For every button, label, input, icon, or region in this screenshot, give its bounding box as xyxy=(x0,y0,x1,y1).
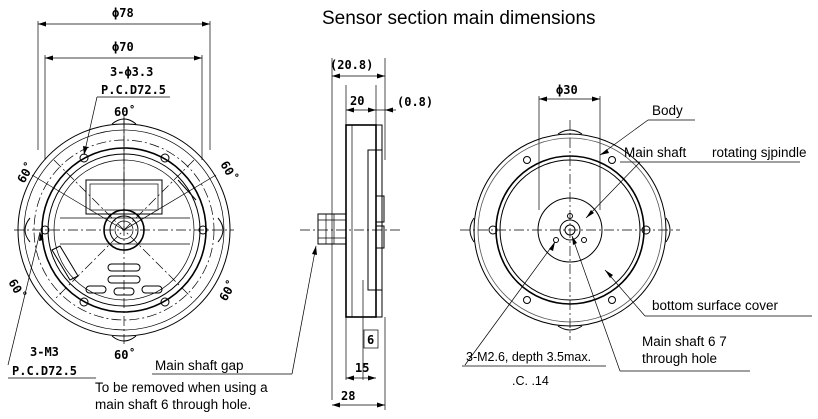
mount-hole-5 xyxy=(40,225,50,235)
label-bottom-cover: bottom surface cover xyxy=(652,298,779,313)
mount-hole-1 xyxy=(79,153,89,163)
rear-pcd: .C. .14 xyxy=(512,374,549,388)
pcd-top: P.C.D72.5 xyxy=(101,83,166,97)
angle-left-upper: 60˚ xyxy=(14,159,38,185)
side-shaft xyxy=(317,213,347,245)
angle-bottom: 60˚ xyxy=(114,347,136,362)
label-rotating-spindle: rotating sjpindle xyxy=(712,145,807,160)
mount-hole-2 xyxy=(198,225,208,235)
angle-left-lower: 60˚ xyxy=(5,276,29,302)
dim-phi70: ϕ70 xyxy=(112,40,134,54)
front-view: ϕ78 ϕ70 3-ϕ3.3 P.C.D72.5 xyxy=(5,6,317,412)
rear-view: ϕ30 Body Main shaft rotating xyxy=(460,83,812,388)
angle-top: 60˚ xyxy=(114,104,136,119)
side-body xyxy=(345,124,377,318)
dim-6-box xyxy=(363,329,379,349)
dim-6: 6 xyxy=(367,333,374,347)
label-through-hole-1: Main shaft 6 7 xyxy=(642,334,727,349)
dim-15: 15 xyxy=(355,361,369,375)
label-main-shaft: Main shaft xyxy=(624,145,687,160)
dim-phi30: ϕ30 xyxy=(556,83,578,97)
dim-phi78: ϕ78 xyxy=(112,6,134,20)
display-window xyxy=(85,179,163,215)
dim-0-8: (0.8) xyxy=(397,95,433,109)
pcd-bottom: P.C.D72.5 xyxy=(12,364,77,378)
mount-hole-4 xyxy=(160,153,170,163)
note-line-1: To be removed when using a xyxy=(95,380,268,395)
rear-thread-spec: 3-M2.6, depth 3.5max. xyxy=(466,350,591,364)
label-shaft-gap: Main shaft gap xyxy=(155,358,244,373)
dim-20: 20 xyxy=(350,94,364,108)
drawing-title: Sensor section main dimensions xyxy=(322,8,596,29)
mount-hole-6 xyxy=(160,297,170,307)
angle-right-upper: 60˚ xyxy=(217,158,241,184)
main-shaft-front xyxy=(103,209,145,251)
angle-right-lower: 60˚ xyxy=(216,277,240,303)
label-through-hole-2: through hole xyxy=(642,351,717,366)
side-view: (20.8) 20 (0.8) 6 15 xyxy=(300,58,433,410)
hole-spec-top: 3-ϕ3.3 xyxy=(110,65,153,79)
dim-20-8: (20.8) xyxy=(330,58,373,72)
dim-28: 28 xyxy=(341,389,355,403)
note-line-2: main shaft 6 through hole. xyxy=(95,397,251,412)
label-body: Body xyxy=(652,103,683,118)
mount-hole-3 xyxy=(79,297,89,307)
thread-spec-left: 3-M3 xyxy=(30,345,59,359)
